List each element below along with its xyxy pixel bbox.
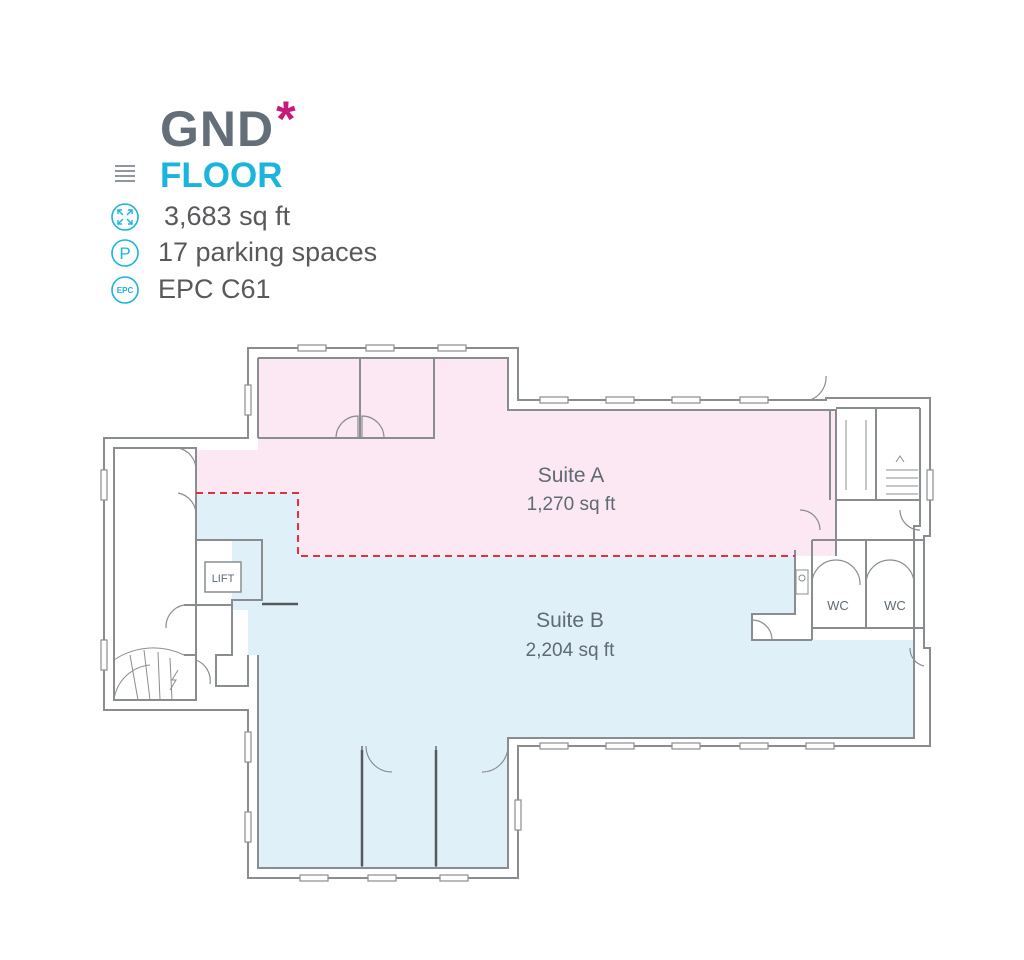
lift-label: LIFT <box>212 573 235 585</box>
floor-word-title: FLOOR <box>160 156 283 195</box>
area-text: 3,683 sq ft <box>164 201 291 231</box>
suite-b-name: Suite B <box>536 609 604 632</box>
epc-text: EPC C61 <box>158 274 271 304</box>
floor-code-title: GND* <box>160 91 297 157</box>
wc-label-left: WC <box>827 598 849 613</box>
wc-label-right: WC <box>884 598 906 613</box>
walls <box>103 347 931 879</box>
menu-icon <box>115 165 135 182</box>
suite-b-area <box>196 493 914 868</box>
area-expand-icon <box>111 203 139 231</box>
kitchenette <box>795 569 809 595</box>
floor-info-header: GND* FLOOR 3,683 sq ft P 17 parking spac… <box>0 0 1024 320</box>
epc-icon: EPC <box>111 276 139 304</box>
glass-partitions <box>262 602 438 866</box>
suite-divider <box>196 492 795 557</box>
svg-text:P: P <box>119 244 130 263</box>
suite-a-name: Suite A <box>538 464 605 487</box>
suite-b-area-label: 2,204 sq ft <box>526 640 615 661</box>
svg-text:EPC: EPC <box>117 286 134 295</box>
lift-box <box>204 561 242 593</box>
staircase-left <box>113 647 185 701</box>
floor-asterisk: * <box>276 91 297 147</box>
doors <box>165 375 925 773</box>
suite-a-area <box>196 358 836 556</box>
parking-text: 17 parking spaces <box>158 237 378 267</box>
staircase-right <box>845 420 918 495</box>
parking-icon: P <box>111 239 139 267</box>
suite-a-area-label: 1,270 sq ft <box>527 494 616 515</box>
windows <box>100 344 934 882</box>
